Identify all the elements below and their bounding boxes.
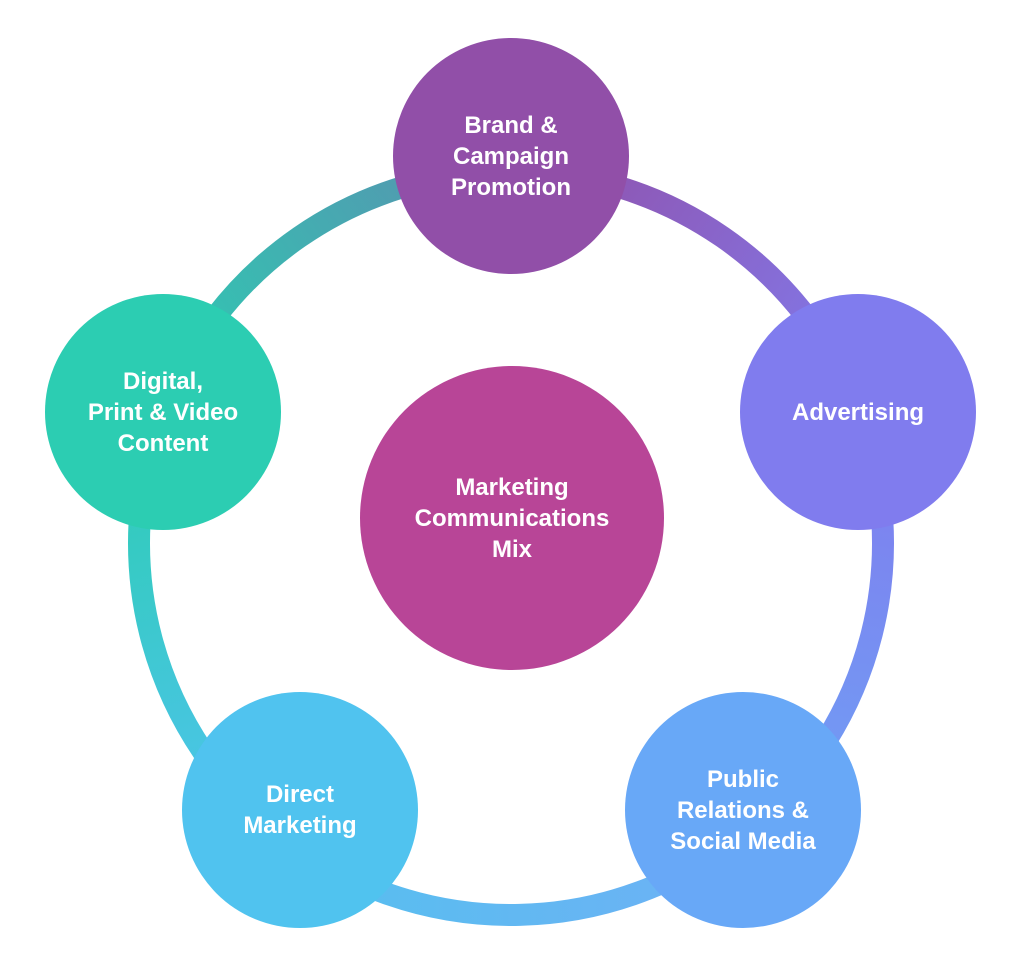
node-circle-advertising: [740, 294, 976, 530]
node-circle-direct-marketing: [182, 692, 418, 928]
node-circle-brand: [393, 38, 629, 274]
node-circle-content: [45, 294, 281, 530]
center-node-circle: [360, 366, 664, 670]
node-circle-public-relations: [625, 692, 861, 928]
